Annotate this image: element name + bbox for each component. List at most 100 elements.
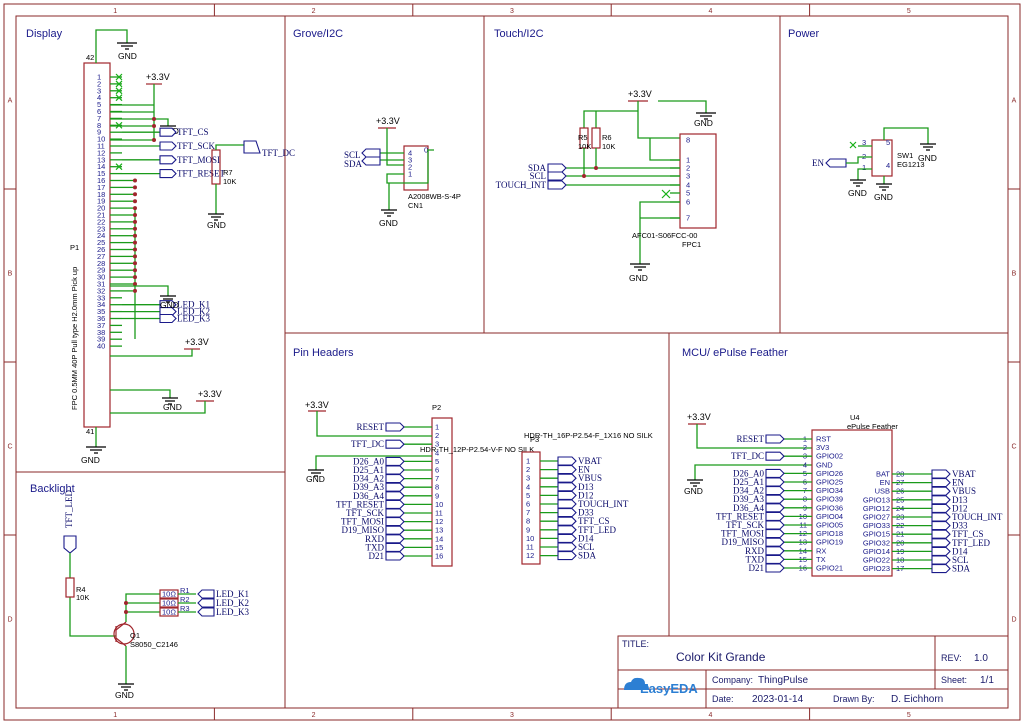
gnd-label: GND bbox=[81, 455, 100, 465]
p1-pin-number: 1 bbox=[97, 73, 101, 82]
tft-dc-net-flag bbox=[243, 140, 261, 154]
p3-body bbox=[521, 451, 541, 565]
p2-net-label: TFT_MOSI bbox=[341, 517, 384, 527]
p1-pin-number: 22 bbox=[97, 217, 105, 226]
u4-net-label: D36_A4 bbox=[733, 503, 764, 513]
u4-net-flag bbox=[931, 564, 951, 574]
u4-net-label: TOUCH_INT bbox=[952, 512, 1003, 522]
junction-dot bbox=[152, 138, 156, 142]
nc-mark bbox=[115, 163, 123, 171]
u4-pin-name: GPIO39 bbox=[816, 495, 843, 504]
section-title-touch: Touch/I2C bbox=[494, 28, 544, 40]
gnd-label: GND bbox=[918, 153, 937, 163]
p3-net-label: TFT_CS bbox=[578, 516, 610, 526]
touch-int-flag bbox=[547, 180, 567, 190]
u4-net-flag bbox=[765, 468, 785, 478]
gnd-symbol bbox=[162, 397, 178, 405]
u4-net-flag bbox=[765, 503, 785, 513]
p3-net-flag bbox=[557, 551, 577, 561]
u4-pin-name: RX bbox=[816, 546, 826, 555]
p2-pin-number: 12 bbox=[435, 517, 443, 526]
junction-dot bbox=[133, 226, 137, 231]
p3-net-label: VBUS bbox=[578, 473, 602, 483]
fpc1-pin-number: 4 bbox=[686, 181, 690, 190]
p2-pin-number: 8 bbox=[435, 483, 439, 492]
p2-net-label: D19_MISO bbox=[341, 525, 384, 535]
p2-pin-number: 11 bbox=[435, 509, 443, 518]
u4-pin-name: GPIO33 bbox=[863, 521, 890, 530]
p1-pin-number: 35 bbox=[97, 307, 105, 316]
cn1-pin-number: 4 bbox=[408, 149, 412, 158]
p1-part-label: FPC 0.5MM 40P Pull type H2.0mm Pick up bbox=[70, 267, 79, 410]
v33-wire-grove bbox=[386, 128, 404, 166]
p1-top-gnd-wire bbox=[95, 29, 128, 63]
r5-ref: R5 bbox=[578, 133, 588, 142]
company-label: Company: bbox=[712, 675, 753, 685]
power-wires bbox=[846, 145, 872, 180]
net-label-led_k3: LED_K3 bbox=[177, 314, 210, 324]
nc-mark bbox=[115, 121, 123, 129]
u4-pin-name: GPIO18 bbox=[816, 529, 843, 538]
u4-pin-name: EN bbox=[880, 478, 890, 487]
p1-pin-number: 8 bbox=[97, 121, 101, 130]
nc-mark bbox=[115, 94, 123, 102]
r4-value: 10K bbox=[76, 593, 89, 602]
nc-mark bbox=[115, 73, 123, 81]
u4-net-flag bbox=[765, 520, 785, 530]
p2-pin-number: 15 bbox=[435, 543, 443, 552]
junction-dot bbox=[133, 219, 137, 224]
ruler-col-top: 3 bbox=[510, 8, 514, 15]
gnd-wire-display-a bbox=[110, 118, 169, 126]
u4-net-flag bbox=[765, 451, 785, 461]
p1-pin-number: 3 bbox=[97, 86, 101, 95]
p2-net-labels: RESETTFT_DCD26_A0D25_A1D34_A2D39_A3D36_A… bbox=[336, 422, 432, 561]
u4-pin-name: GPIO22 bbox=[863, 556, 890, 565]
u4-net-label: D25_A1 bbox=[733, 477, 764, 487]
u4-net-flag bbox=[765, 434, 785, 444]
p3-net-label: TOUCH_INT bbox=[578, 499, 629, 509]
net-label-mosi: TFT_MOSI bbox=[177, 155, 220, 165]
p1-pin-number: 19 bbox=[97, 197, 105, 206]
net-flag bbox=[159, 155, 177, 165]
p3-pin-number: 4 bbox=[526, 482, 530, 491]
p1-pin-number: 40 bbox=[97, 342, 105, 351]
r7-ref: R7 bbox=[223, 168, 233, 177]
u4-net-label: D13 bbox=[952, 495, 968, 505]
net-label-sck: TFT_SCK bbox=[177, 141, 216, 151]
section-title-grove: Grove/I2C bbox=[293, 28, 343, 40]
backlight-res-value: 10Ω bbox=[162, 608, 176, 617]
gnd-symbol bbox=[86, 446, 106, 454]
u4-net-flag bbox=[931, 555, 951, 565]
u4-net-flag bbox=[765, 486, 785, 496]
u4-pin-name: TX bbox=[816, 555, 826, 564]
p2-pin-number: 10 bbox=[435, 500, 443, 509]
q1-part: S8050_C2146 bbox=[130, 640, 178, 649]
grove-sda-flag bbox=[361, 156, 381, 166]
grove-net-scl: SCL bbox=[344, 150, 361, 160]
mcu-gnd-wire bbox=[694, 464, 812, 480]
r4-resistor bbox=[65, 577, 75, 598]
cn1-pin-number: 0 bbox=[424, 146, 428, 155]
gnd-label: GND bbox=[118, 51, 137, 61]
gnd-symbol bbox=[630, 263, 650, 271]
net-flag bbox=[159, 169, 177, 179]
v33-label-display-3: +3.3V bbox=[198, 389, 222, 399]
sheet-title: Color Kit Grande bbox=[676, 650, 766, 664]
gnd-label: GND bbox=[379, 218, 398, 228]
p2-net-label: D21 bbox=[369, 551, 385, 561]
title-label: TITLE: bbox=[622, 639, 649, 649]
gnd-label: GND bbox=[160, 300, 179, 310]
p1-pin-number: 36 bbox=[97, 314, 105, 323]
backlight-led-label: LED_K1 bbox=[216, 589, 249, 599]
sw1-body bbox=[871, 139, 893, 177]
easyeda-logo: EasyEDA bbox=[640, 681, 698, 696]
junction-dot bbox=[133, 282, 137, 286]
p3-net-label: D33 bbox=[578, 508, 594, 518]
junction-dot bbox=[133, 247, 137, 252]
